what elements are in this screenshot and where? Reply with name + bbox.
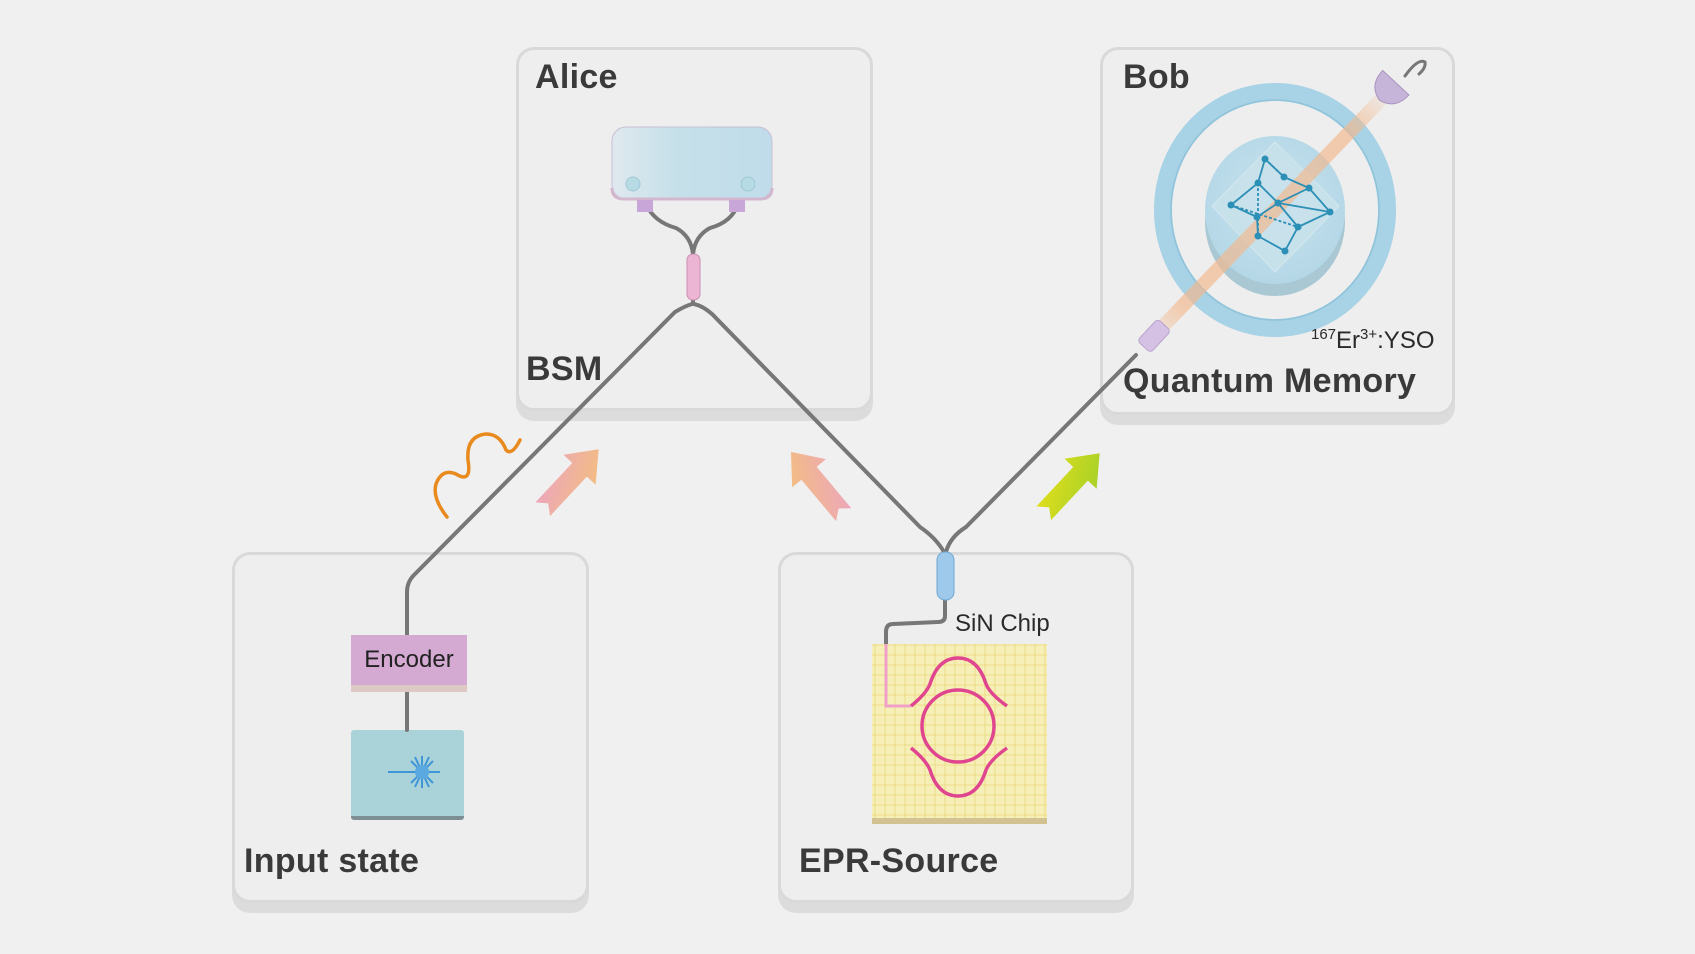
epr-beam-splitter-icon	[936, 551, 955, 601]
epr-source-label: EPR-Source	[799, 842, 999, 880]
quantum-memory-icon	[1138, 69, 1410, 352]
alice-title: Alice	[535, 58, 618, 96]
encoder-box: Encoder	[351, 635, 467, 692]
beam-splitter-icon	[686, 253, 701, 301]
fiber-epr-chip	[884, 598, 947, 650]
fiber-input-to-bsm	[405, 302, 694, 648]
bsm-detector-icon	[610, 126, 774, 212]
isotope-superscript: 167	[1311, 326, 1337, 343]
fiber-bsm-split-left	[644, 202, 695, 256]
quantum-memory-label: Quantum Memory	[1123, 362, 1417, 400]
element-label: Er	[1336, 327, 1361, 354]
input-state-label: Input state	[244, 842, 420, 880]
fiber-bob-top	[1403, 59, 1427, 78]
fiber-coupler-icon-bottom	[1138, 319, 1170, 352]
charge-superscript: 3+	[1360, 326, 1378, 343]
fiber-bsm-to-epr	[692, 302, 946, 554]
alice-panel	[516, 47, 873, 411]
bob-title: Bob	[1123, 58, 1190, 96]
sin-chip-label: SiN Chip	[955, 610, 1050, 637]
fiber-lines	[405, 59, 1427, 732]
fiber-epr-to-bob	[944, 353, 1138, 554]
fiber-coupler-icon-top	[1374, 69, 1410, 105]
direction-arrow-icon-input	[535, 449, 599, 517]
encoder-label: Encoder	[364, 646, 454, 673]
input-state-panel	[232, 552, 589, 903]
cavity-ring-icon	[1154, 83, 1396, 337]
bsm-label: BSM	[526, 350, 603, 388]
crystal-label: 167Er3+:YSO	[1311, 326, 1435, 355]
direction-arrow-icon-epr-bob	[1036, 453, 1100, 521]
photon-wave-icon	[433, 432, 522, 519]
sin-chip-icon	[872, 644, 1047, 824]
laser-icon	[388, 756, 440, 788]
host-label: :YSO	[1377, 327, 1435, 354]
fiber-bsm-split-right	[691, 202, 740, 256]
laser-source-box	[351, 730, 464, 820]
direction-arrow-icon-epr-alice	[791, 451, 852, 522]
